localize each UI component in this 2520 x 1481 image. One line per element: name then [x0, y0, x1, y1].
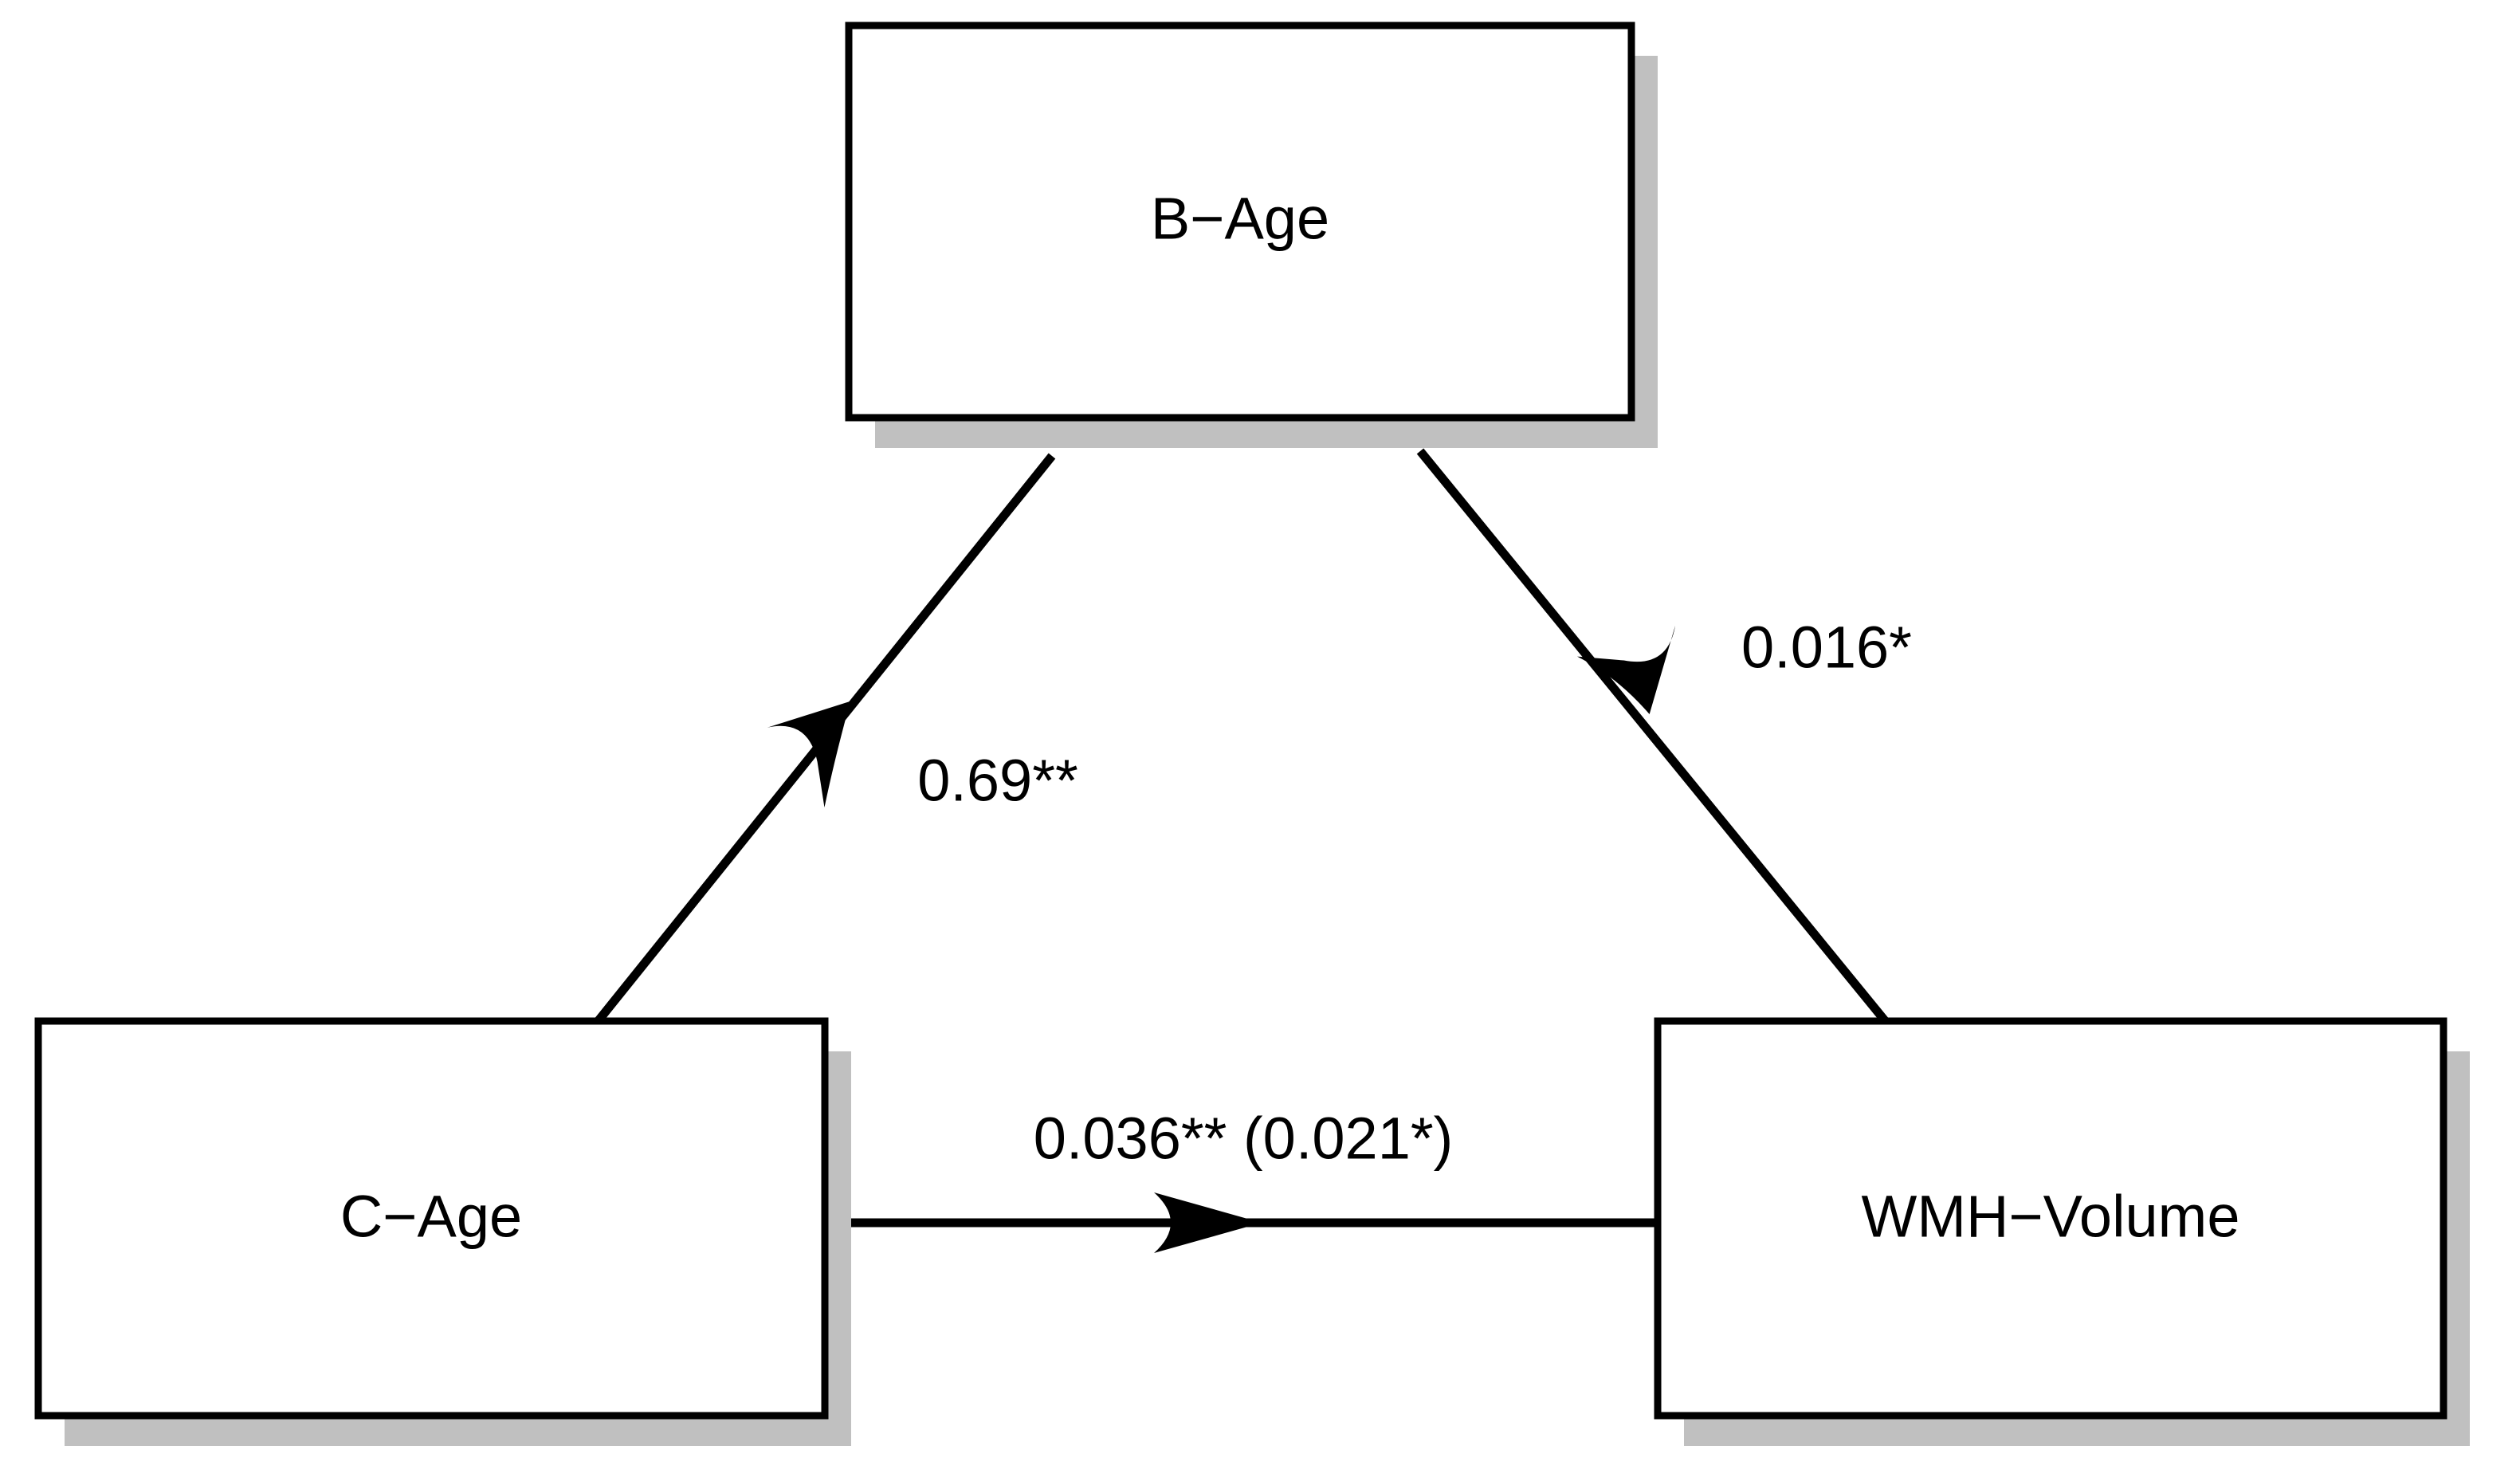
node-wmh-volume-box[interactable] [1654, 1017, 2447, 1420]
edge-label-a-path: 0.69** [917, 748, 1078, 814]
edge-label-b-path: 0.016* [1741, 615, 1912, 681]
edge-c-age-to-b-age [592, 453, 1056, 1027]
node-b-age-label: B−Age [1151, 186, 1329, 252]
node-b-age-box[interactable] [845, 22, 1635, 422]
edge-b-age-to-wmh-volume [1416, 448, 1891, 1027]
edge-label-c-path: 0.036** (0.021*) [1034, 1106, 1454, 1172]
node-b-age[interactable]: B−Age [845, 22, 1658, 448]
edge-c-age-to-wmh-volume [825, 1192, 1662, 1253]
arrowhead-c-path [1154, 1192, 1262, 1253]
node-wmh-volume-label: WMH−Volume [1862, 1184, 2240, 1250]
node-c-age-label: C−Age [340, 1184, 522, 1250]
edge-line-b-path [1416, 448, 1891, 1027]
node-wmh-volume[interactable]: WMH−Volume [1654, 1017, 2470, 1446]
arrowhead-a-path [767, 701, 851, 808]
node-c-age-box[interactable] [34, 1017, 829, 1420]
node-c-age[interactable]: C−Age [34, 1017, 851, 1446]
arrowhead-b-path [1577, 625, 1676, 715]
